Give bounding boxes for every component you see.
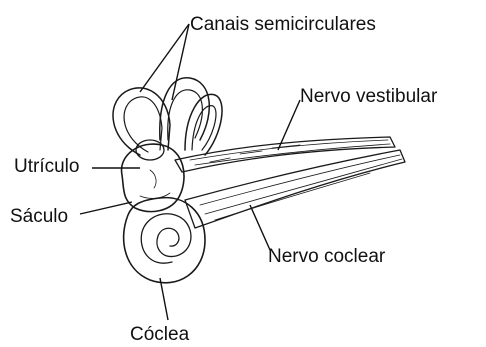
semicircular-canals xyxy=(113,78,222,160)
label-nervo-vestibular: Nervo vestibular xyxy=(300,86,438,107)
label-canais-semicirculares: Canais semicirculares xyxy=(190,14,376,35)
label-nervo-coclear: Nervo coclear xyxy=(268,246,386,267)
label-saculo: Sáculo xyxy=(10,206,68,227)
label-utriculo: Utrículo xyxy=(14,156,79,177)
leader-lines xyxy=(80,24,300,320)
cochlea xyxy=(124,198,205,283)
label-coclea: Cóclea xyxy=(130,324,190,345)
utricle-saccule-body xyxy=(122,144,184,211)
labels: Canais semicirculares Nervo vestibular U… xyxy=(10,14,438,345)
